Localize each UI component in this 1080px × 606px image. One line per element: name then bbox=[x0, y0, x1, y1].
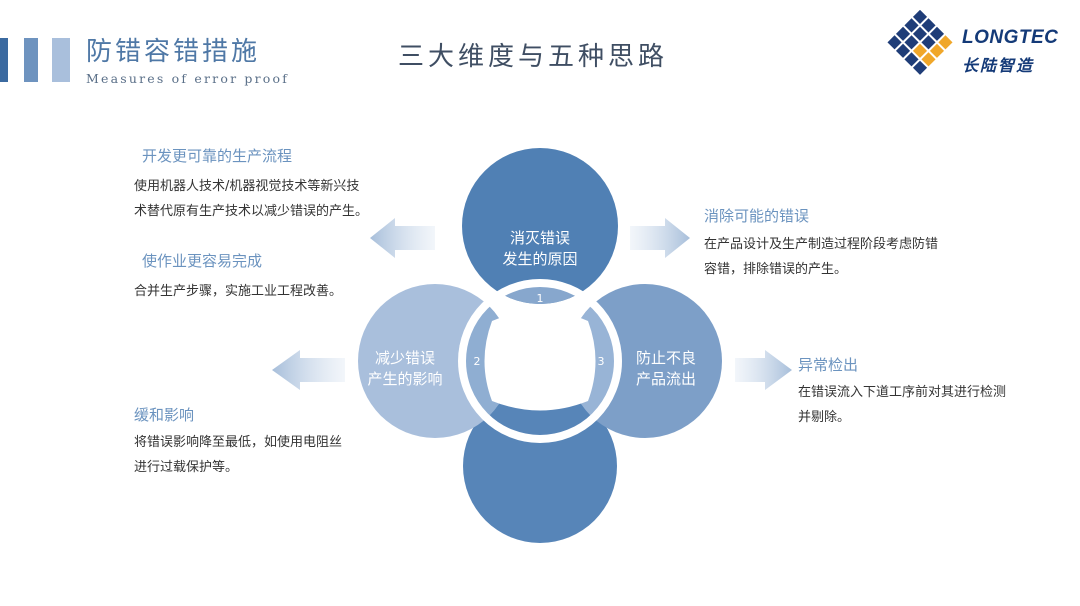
strategy-desc: 合并生产步骤，实施工业工程改善。 bbox=[134, 284, 343, 299]
arrow-upper-right bbox=[630, 218, 690, 258]
strategy-heading: 缓和影响 bbox=[134, 406, 195, 424]
center-shape bbox=[484, 310, 596, 411]
number-3: 3 bbox=[597, 355, 605, 368]
circle-left-label: 减少错误产生的影响 bbox=[367, 349, 443, 388]
strategy-heading: 消除可能的错误 bbox=[704, 207, 810, 225]
section-subtitle: Measures of error proof bbox=[86, 71, 290, 86]
number-2: 2 bbox=[473, 355, 481, 368]
strategy-heading: 异常检出 bbox=[798, 356, 859, 374]
circle-top bbox=[462, 148, 618, 304]
strategy-desc: 将错误影响降至最低，如使用电阻丝进行过载保护等。 bbox=[134, 435, 343, 475]
page-title: 三大维度与五种思路 bbox=[398, 42, 669, 72]
logo-text-cn: 长陆智造 bbox=[962, 56, 1035, 75]
header-bar-light bbox=[52, 38, 70, 82]
arrow-upper-left bbox=[370, 218, 435, 258]
strategy-desc: 在产品设计及生产制造过程阶段考虑防错容错，排除错误的产生。 bbox=[704, 237, 939, 277]
center-ring bbox=[458, 279, 622, 443]
longtec-logo-icon bbox=[887, 10, 953, 75]
arrow-right bbox=[735, 350, 792, 390]
circle-top-label: 消灭错误发生的原因 bbox=[502, 229, 578, 268]
strategy-heading: 开发更可靠的生产流程 bbox=[142, 147, 293, 165]
strategy-heading: 使作业更容易完成 bbox=[142, 252, 263, 270]
strategy-desc: 在错误流入下道工序前对其进行检测并剔除。 bbox=[798, 385, 1007, 425]
header-bar-mid bbox=[24, 38, 38, 82]
number-1: 1 bbox=[536, 292, 544, 305]
strategy-desc: 使用机器人技术/机器视觉技术等新兴技术替代原有生产技术以减少错误的产生。 bbox=[134, 179, 369, 219]
arrow-left bbox=[272, 350, 345, 390]
section-title: 防错容错措施 bbox=[86, 37, 261, 67]
header-bar-dark bbox=[0, 38, 8, 82]
circle-right-label: 防止不良产品流出 bbox=[635, 349, 696, 388]
logo-text-en: LONGTEC bbox=[962, 27, 1059, 48]
